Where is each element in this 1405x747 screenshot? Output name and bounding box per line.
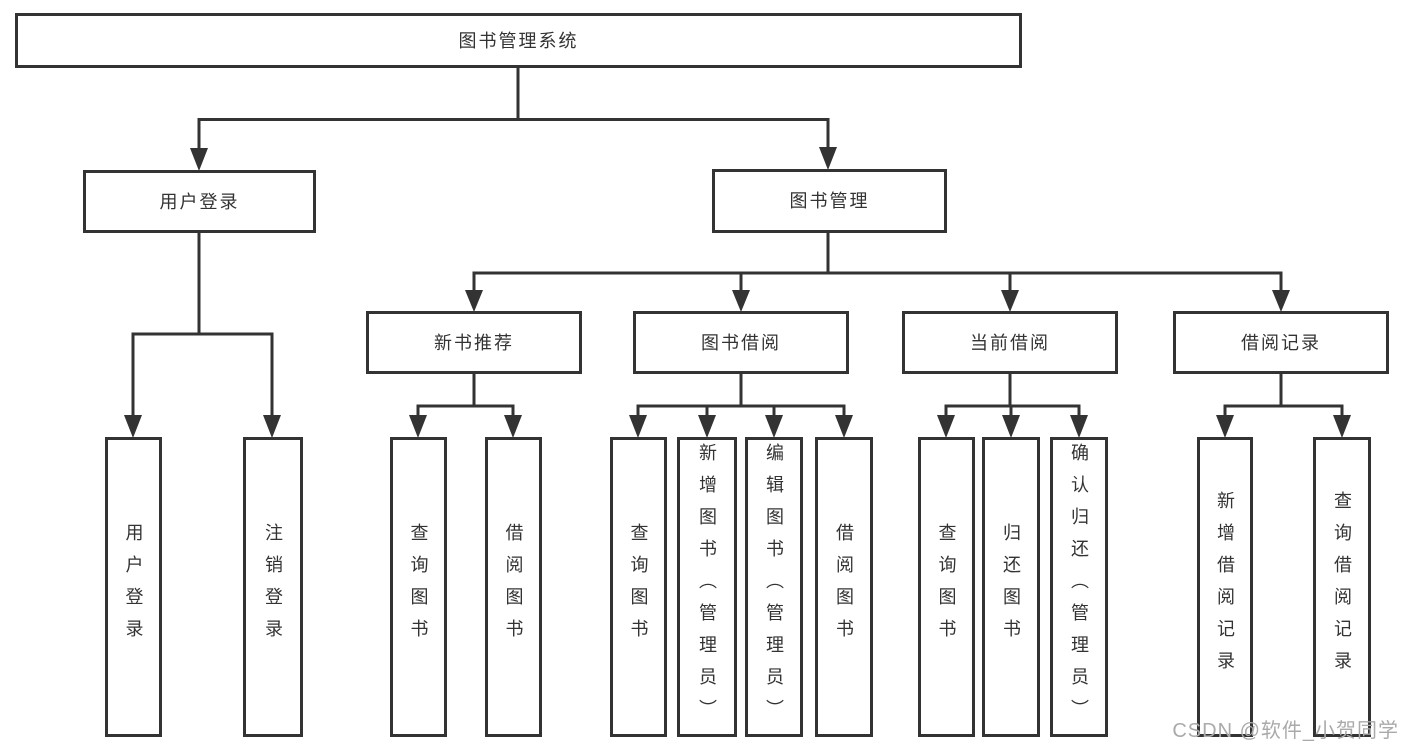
leaf-bb-query-books-label: 查询图书 bbox=[628, 523, 649, 651]
node-new-book-recommend: 新书推荐 bbox=[366, 311, 582, 374]
leaf-bb-borrow-books-label: 借阅图书 bbox=[834, 523, 854, 651]
node-current-borrowing: 当前借阅 bbox=[902, 311, 1118, 374]
leaf-bb-borrow-books: 借阅图书 bbox=[815, 437, 873, 737]
leaf-cb-return-books-label: 归还图书 bbox=[1001, 523, 1021, 651]
node-user-login: 用户登录 bbox=[83, 170, 316, 233]
leaf-nb-borrow-books-label: 借阅图书 bbox=[503, 523, 524, 651]
leaf-bb-query-books: 查询图书 bbox=[610, 437, 667, 737]
leaf-cb-query-books: 查询图书 bbox=[918, 437, 975, 737]
node-new-book-recommend-label: 新书推荐 bbox=[434, 332, 514, 353]
leaf-nb-query-books-label: 查询图书 bbox=[408, 523, 429, 651]
leaf-cb-confirm-return-admin-label: 确认归还（管理员） bbox=[1069, 443, 1089, 731]
node-book-borrowing-label: 图书借阅 bbox=[701, 332, 781, 353]
leaf-user-login: 用户登录 bbox=[105, 437, 162, 737]
leaf-br-add-record-label: 新增借阅记录 bbox=[1215, 491, 1235, 683]
leaf-cb-return-books: 归还图书 bbox=[982, 437, 1040, 737]
leaf-bb-edit-books-admin: 编辑图书（管理员） bbox=[745, 437, 803, 737]
csdn-watermark: CSDN @软件_小贺同学 bbox=[1172, 720, 1399, 742]
leaf-br-query-record-label: 查询借阅记录 bbox=[1332, 491, 1352, 683]
node-user-login-label: 用户登录 bbox=[159, 191, 240, 212]
node-root-label: 图书管理系统 bbox=[458, 30, 579, 51]
leaf-bb-edit-books-admin-label: 编辑图书（管理员） bbox=[764, 443, 784, 731]
connector-segments bbox=[131, 68, 1344, 433]
node-book-management: 图书管理 bbox=[712, 169, 947, 233]
leaf-logout: 注销登录 bbox=[243, 437, 303, 737]
arrowheads bbox=[124, 147, 1351, 438]
leaf-nb-query-books: 查询图书 bbox=[390, 437, 447, 737]
leaf-bb-add-books-admin-label: 新增图书（管理员） bbox=[697, 443, 717, 731]
node-borrowing-records: 借阅记录 bbox=[1173, 311, 1389, 374]
leaf-cb-confirm-return-admin: 确认归还（管理员） bbox=[1050, 437, 1108, 737]
leaf-user-login-label: 用户登录 bbox=[123, 523, 144, 651]
leaf-cb-query-books-label: 查询图书 bbox=[936, 523, 957, 651]
leaf-logout-label: 注销登录 bbox=[263, 523, 283, 651]
node-current-borrowing-label: 当前借阅 bbox=[970, 332, 1050, 353]
node-root: 图书管理系统 bbox=[15, 13, 1022, 68]
leaf-br-query-record: 查询借阅记录 bbox=[1313, 437, 1371, 737]
node-book-borrowing: 图书借阅 bbox=[633, 311, 849, 374]
leaf-bb-add-books-admin: 新增图书（管理员） bbox=[677, 437, 737, 737]
node-borrowing-records-label: 借阅记录 bbox=[1241, 332, 1321, 353]
leaf-br-add-record: 新增借阅记录 bbox=[1197, 437, 1253, 737]
node-book-management-label: 图书管理 bbox=[789, 191, 870, 211]
leaf-nb-borrow-books: 借阅图书 bbox=[485, 437, 542, 737]
